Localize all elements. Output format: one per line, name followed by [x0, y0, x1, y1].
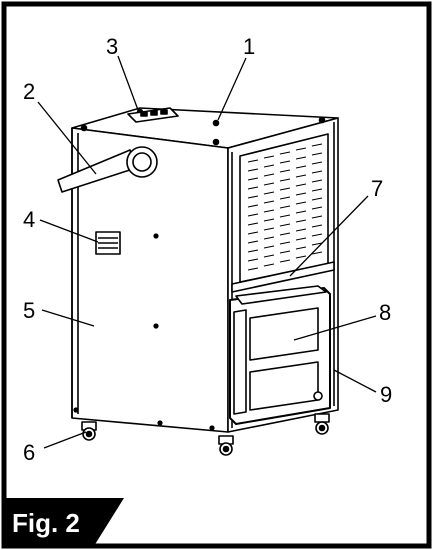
control-button	[140, 111, 148, 117]
screw	[80, 124, 88, 132]
handle-hub-inner	[132, 152, 152, 172]
drain-outlet-shape	[313, 391, 323, 401]
callout-2: 2	[23, 79, 35, 104]
callout-9: 9	[380, 382, 392, 407]
callout-4: 4	[23, 207, 35, 232]
dehumidifier-illustration	[57, 107, 339, 456]
side-screw	[153, 323, 159, 329]
callout-5: 5	[23, 298, 35, 323]
callout-7: 7	[371, 176, 383, 201]
grille-ledge	[231, 261, 335, 293]
leader-line-4	[39, 219, 99, 243]
leader-line-8	[293, 315, 377, 341]
grille-slats	[247, 143, 323, 271]
leader-line-5	[41, 309, 95, 327]
leader-line-2	[37, 101, 97, 175]
screw	[318, 116, 326, 124]
control-button	[160, 109, 168, 115]
callout-3: 3	[106, 34, 118, 59]
caster-wheel-left	[81, 421, 97, 441]
callout-6: 6	[23, 440, 35, 465]
side-screw	[209, 425, 215, 431]
callout-1: 1	[243, 34, 255, 59]
leader-line-9	[333, 369, 377, 393]
caster-wheel-center	[218, 435, 234, 456]
tank-recess	[249, 307, 319, 361]
side-screw	[157, 420, 163, 426]
screw	[212, 138, 220, 146]
leader-line-6	[43, 431, 87, 449]
control-button	[150, 110, 158, 116]
tank-lid	[235, 285, 327, 305]
screw	[212, 119, 220, 127]
side-screw	[153, 233, 159, 239]
tank-rib	[233, 309, 247, 415]
caster-wheel-right	[314, 413, 330, 435]
leader-line-7	[289, 195, 369, 277]
leader-lines	[37, 55, 377, 449]
leader-line-3	[117, 55, 139, 111]
figure-caption: Fig. 2	[12, 508, 80, 538]
caption-tab	[4, 498, 124, 546]
leader-line-1	[217, 57, 247, 121]
callout-8: 8	[379, 300, 391, 325]
side-screw	[73, 407, 79, 413]
